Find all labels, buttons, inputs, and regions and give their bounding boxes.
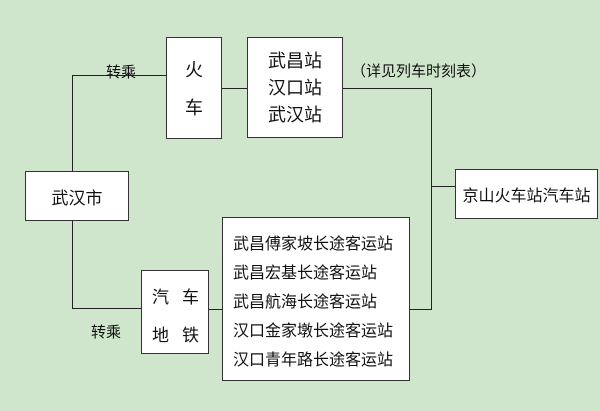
transfer-label-bottom: 转乘 <box>91 323 122 341</box>
train-box: 火 车 <box>166 37 222 139</box>
line-coaches-right <box>410 309 431 310</box>
bus-metro-box: 汽 车 地 铁 <box>141 270 209 354</box>
train-label-top: 火 <box>185 60 203 81</box>
line-city-to-bus-bottom <box>72 308 141 309</box>
train-stations-box: 武昌站 汉口站 武汉站 <box>247 37 343 138</box>
station-item: 武汉站 <box>268 105 322 126</box>
train-label-bottom: 车 <box>185 98 203 119</box>
coach-station-item: 武昌宏基长途客运站 <box>233 263 378 282</box>
transfer-label-top: 转乘 <box>106 63 137 81</box>
line-city-to-bus-vertical <box>72 221 73 308</box>
jingshan-station-label: 京山火车站汽车站 <box>462 186 591 205</box>
coach-station-item: 武昌航海长途客运站 <box>233 292 378 311</box>
line-train-to-stations <box>222 88 247 89</box>
line-bus-to-coaches <box>209 309 222 310</box>
bus-metro-label-4: 铁 <box>182 326 199 346</box>
bus-metro-label-1: 汽 <box>152 288 169 308</box>
bus-metro-label-3: 地 <box>152 326 169 346</box>
line-city-to-train-top <box>72 75 166 76</box>
jingshan-station-box: 京山火车站汽车站 <box>455 169 598 219</box>
coach-stations-box: 武昌傅家坡长途客运站 武昌宏基长途客运站 武昌航海长途客运站 汉口金家墩长途客运… <box>222 217 410 381</box>
station-item: 武昌站 <box>268 51 322 72</box>
line-stations-right <box>343 88 431 89</box>
line-right-trunk <box>431 88 432 310</box>
line-to-jingshan <box>431 186 455 187</box>
coach-station-item: 汉口青年路长途客运站 <box>233 350 394 369</box>
coach-station-item: 汉口金家墩长途客运站 <box>233 321 394 340</box>
coach-station-item: 武昌傅家坡长途客运站 <box>233 234 394 253</box>
wuhan-city-box: 武汉市 <box>25 171 129 221</box>
line-city-to-train-vertical <box>72 75 73 171</box>
timetable-note: （详见列车时刻表） <box>351 62 487 80</box>
station-item: 汉口站 <box>268 78 322 99</box>
bus-metro-label-2: 车 <box>182 288 199 308</box>
wuhan-city-label: 武汉市 <box>51 188 103 209</box>
